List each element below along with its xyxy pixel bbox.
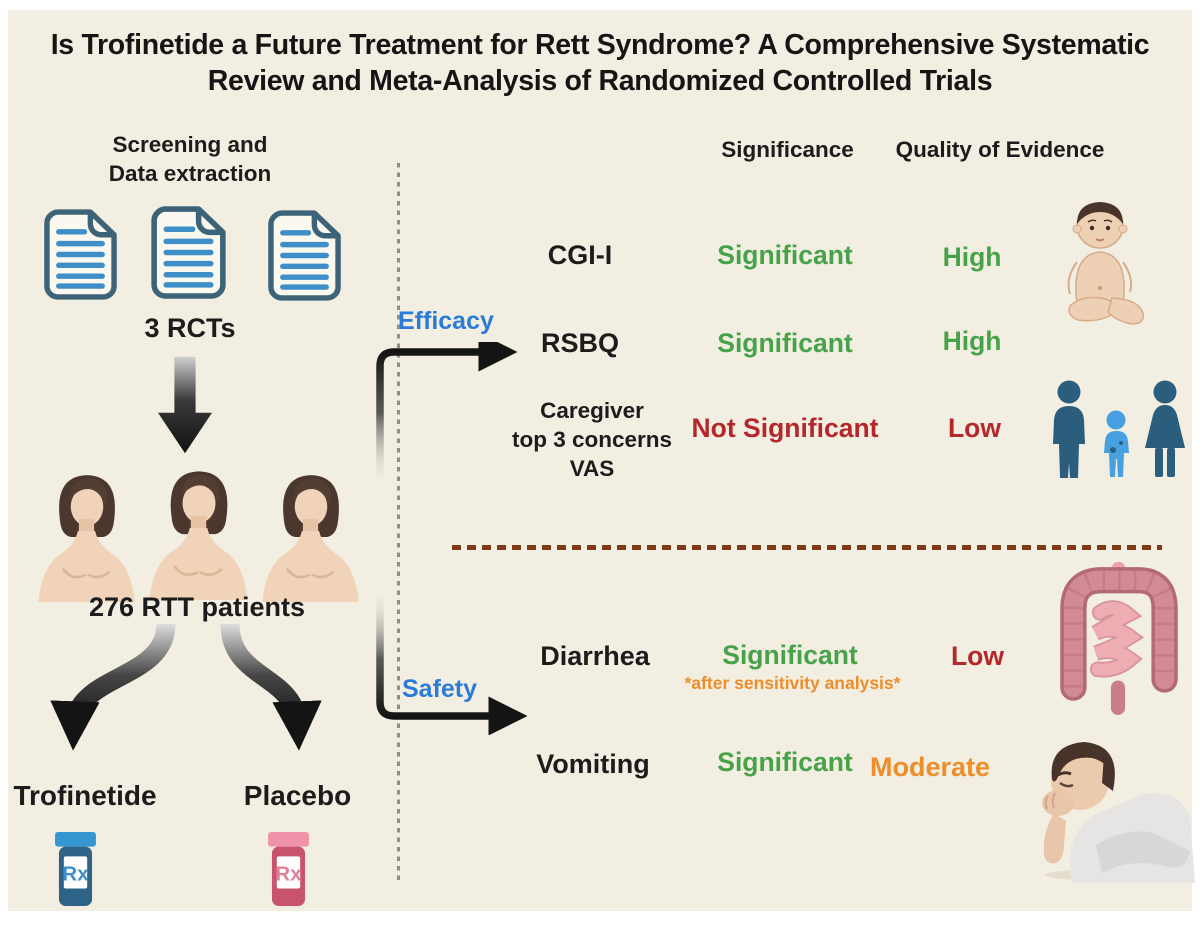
rx-label: Rx	[275, 863, 302, 886]
patients-label: 276 RTT patients	[88, 592, 306, 622]
diarrhea-quality-value: Low	[951, 641, 1004, 671]
caregiver-label-line1: Caregiver	[540, 398, 644, 423]
rx-label: Rx	[62, 863, 89, 886]
page-title: Is Trofinetide a Future Treatment for Re…	[0, 27, 1200, 99]
screening-label: Screening and Data extraction	[60, 130, 320, 188]
outcome-vomiting-label: Vomiting	[536, 749, 650, 779]
diarrhea-sensitivity-note: *after sensitivity analysis*	[684, 673, 901, 693]
rx-bottle-pink-icon: Rx	[268, 832, 309, 906]
screening-label-line1: Screening and	[112, 132, 268, 157]
vomiting-quality-value: Moderate	[869, 752, 991, 782]
vomiting-person-icon	[1042, 742, 1195, 883]
significance-column-header: Significance	[721, 137, 854, 162]
safety-branch-label: Safety	[402, 675, 478, 703]
outcome-cgi-label: CGI-I	[547, 240, 613, 270]
outcome-diarrhea-label: Diarrhea	[540, 641, 650, 671]
cgi-significance-value: Significant	[717, 240, 853, 270]
rsbq-quality-value: High	[942, 326, 1002, 356]
intestine-icon	[1060, 562, 1178, 715]
canvas-background	[8, 10, 1192, 911]
quality-column-header: Quality of Evidence	[895, 137, 1105, 162]
caregiver-significance-value: Not Significant	[691, 413, 879, 443]
placebo-arm-label: Placebo	[243, 780, 352, 811]
rx-bottle-blue-icon: Rx	[55, 832, 96, 906]
diarrhea-significance-value: Significant	[722, 640, 858, 670]
document-icon	[44, 209, 117, 300]
safety-elbow-arrow-icon	[376, 588, 528, 735]
vomiting-significance-value: Significant	[717, 747, 853, 777]
efficacy-elbow-arrow-icon	[376, 342, 518, 488]
baby-illustration	[1067, 202, 1145, 325]
page-title-line2: Review and Meta-Analysis of Randomized C…	[207, 65, 993, 97]
outcome-caregiver-label: Caregiver top 3 concerns VAS	[502, 396, 682, 483]
female-patient-icon	[262, 475, 359, 602]
rcts-label: 3 RCTs	[144, 313, 236, 343]
caregiver-quality-value: Low	[948, 413, 1001, 443]
caregiver-label-line3: VAS	[569, 456, 615, 481]
dashed-divider	[452, 545, 1162, 550]
caregiver-label-line2: top 3 concerns	[511, 427, 673, 452]
dotted-divider	[397, 163, 400, 880]
rsbq-significance-value: Significant	[717, 328, 853, 358]
family-icon	[1053, 380, 1185, 478]
split-arrows-icon	[50, 623, 322, 751]
female-patient-icon	[149, 471, 248, 600]
outcome-rsbq-label: RSBQ	[540, 328, 619, 358]
female-patient-icon	[38, 475, 135, 602]
document-icon	[151, 206, 226, 299]
document-icon	[268, 210, 341, 301]
trofinetide-arm-label: Trofinetide	[13, 780, 157, 811]
efficacy-branch-label: Efficacy	[398, 307, 494, 335]
screening-label-line2: Data extraction	[108, 161, 272, 186]
page-title-line1: Is Trofinetide a Future Treatment for Re…	[50, 29, 1150, 61]
down-arrow-icon	[158, 356, 212, 454]
cgi-quality-value: High	[942, 242, 1002, 272]
